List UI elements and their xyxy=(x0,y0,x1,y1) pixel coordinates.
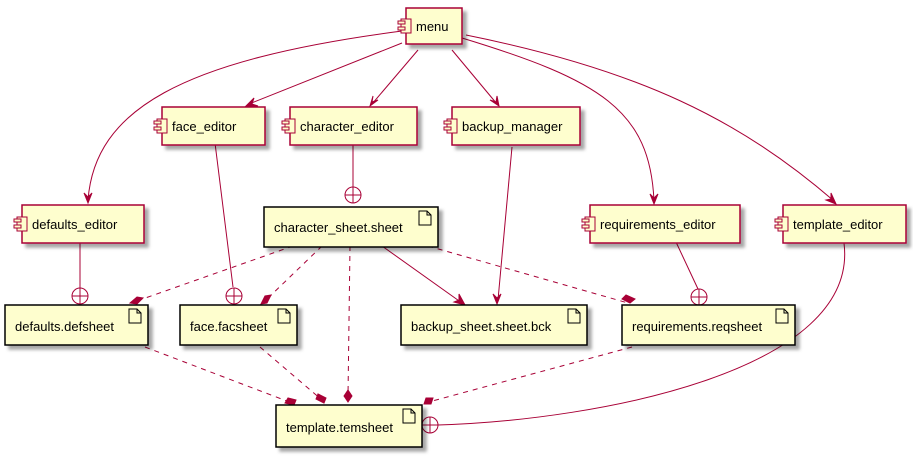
document-icon xyxy=(775,308,789,324)
nest-circle-reqsheet xyxy=(690,288,708,306)
diamond-reqsheet xyxy=(621,294,636,304)
edge-charsheet-reqsheet xyxy=(427,245,629,304)
edge-face-editor-facsheet xyxy=(214,142,234,288)
edge-template-editor-temsheet xyxy=(437,242,846,426)
component-icon xyxy=(281,118,296,134)
artifact-label: requirements.reqsheet xyxy=(632,319,762,334)
document-icon xyxy=(402,408,416,424)
edge-facsheet-temsheet xyxy=(259,346,323,401)
component-label: menu xyxy=(416,19,449,34)
component-menu[interactable]: menu xyxy=(397,7,463,45)
edge-requirements-editor-reqsheet xyxy=(675,241,699,290)
component-icon xyxy=(443,118,458,134)
artifact-label: character_sheet.sheet xyxy=(274,220,403,235)
edge-menu-defaults-editor xyxy=(87,30,403,201)
diamond-temsheet-defaults xyxy=(284,397,297,406)
edge-charsheet-temsheet xyxy=(347,245,351,397)
edge-charsheet-backup xyxy=(381,245,463,304)
component-requirements-editor[interactable]: requirements_editor xyxy=(581,204,741,244)
document-icon xyxy=(567,308,581,324)
component-icon xyxy=(581,216,596,232)
edge-reqsheet-temsheet xyxy=(424,346,633,404)
edge-charsheet-defsheet xyxy=(133,245,294,303)
diamond-facsheet xyxy=(260,294,272,305)
document-icon xyxy=(128,308,142,324)
arrowhead-defaults-editor xyxy=(83,192,93,205)
arrowhead-backup-from-manager xyxy=(492,293,502,306)
edge-menu-template-editor xyxy=(465,34,835,202)
artifact-face-sheet[interactable]: face.facsheet xyxy=(179,304,298,346)
arrowhead-character-editor xyxy=(369,95,379,108)
arrowhead-requirements-editor xyxy=(649,193,659,206)
diamond-defsheet xyxy=(128,296,145,305)
artifact-character-sheet[interactable]: character_sheet.sheet xyxy=(263,206,439,248)
nest-circle-temsheet xyxy=(421,416,439,434)
edge-backup-manager-backup xyxy=(497,146,513,301)
edge-defsheet-temsheet xyxy=(144,346,293,404)
diamond-temsheet-requirements xyxy=(423,397,434,405)
document-icon xyxy=(418,210,432,226)
component-backup-manager[interactable]: backup_manager xyxy=(443,106,581,146)
component-icon xyxy=(774,216,789,232)
component-label: backup_manager xyxy=(462,119,563,134)
artifact-label: template.temsheet xyxy=(286,420,393,435)
document-icon xyxy=(277,308,291,324)
component-template-editor[interactable]: template_editor xyxy=(774,204,907,244)
arrowhead-backup-from-sheet xyxy=(452,293,467,306)
component-label: requirements_editor xyxy=(600,217,716,232)
edge-menu-requirements-editor xyxy=(461,37,655,202)
component-defaults-editor[interactable]: defaults_editor xyxy=(13,204,145,244)
artifact-backup-sheet[interactable]: backup_sheet.sheet.bck xyxy=(400,304,588,346)
edge-menu-character-editor xyxy=(371,49,419,105)
nest-circle-character-sheet xyxy=(344,186,362,204)
component-character-editor[interactable]: character_editor xyxy=(281,106,418,146)
diamond-temsheet-center xyxy=(343,389,353,403)
component-icon xyxy=(397,18,412,34)
artifact-defaults-sheet[interactable]: defaults.defsheet xyxy=(4,304,149,346)
artifact-requirements-sheet[interactable]: requirements.reqsheet xyxy=(621,304,796,346)
component-label: face_editor xyxy=(172,119,237,134)
edge-menu-face-editor xyxy=(248,42,403,105)
artifact-template-sheet[interactable]: template.temsheet xyxy=(275,404,423,448)
artifact-label: face.facsheet xyxy=(190,319,268,334)
component-icon xyxy=(153,118,168,134)
artifact-label: defaults.defsheet xyxy=(15,319,114,334)
component-label: defaults_editor xyxy=(32,217,118,232)
edge-menu-backup-manager xyxy=(451,49,498,105)
arrowhead-face-editor xyxy=(244,97,259,107)
arrowhead-template-editor xyxy=(824,192,837,205)
nest-circle-facsheet xyxy=(225,287,243,305)
component-label: template_editor xyxy=(793,217,883,232)
component-icon xyxy=(13,216,28,232)
edge-charsheet-facsheet xyxy=(264,245,323,302)
nest-circle-defsheet xyxy=(71,287,89,305)
artifact-label: backup_sheet.sheet.bck xyxy=(411,319,552,334)
arrowhead-backup-manager xyxy=(489,95,500,108)
component-face-editor[interactable]: face_editor xyxy=(153,106,266,146)
diamond-temsheet-face xyxy=(315,393,327,404)
component-label: character_editor xyxy=(300,119,395,134)
